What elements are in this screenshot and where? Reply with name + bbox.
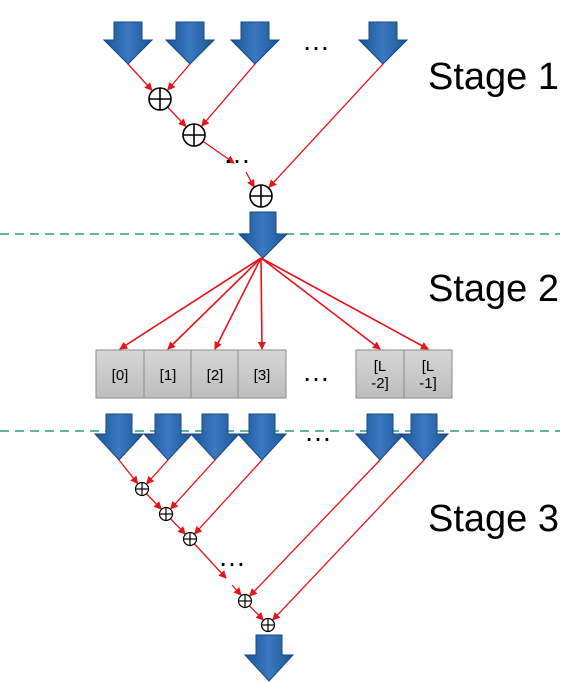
stage3-adder-1-icon [134, 481, 150, 497]
buffer-cell-3: [2] [190, 349, 240, 399]
connector-edge [170, 459, 216, 510]
stage3-input-ellipsis: … [304, 416, 332, 447]
stage-1-label: Stage 1 [428, 56, 559, 98]
buffer-cell-2: [1] [143, 349, 193, 399]
buffer-cell-label: [L-2] [371, 358, 389, 392]
connector-edge [167, 63, 191, 91]
connector-edge [118, 459, 139, 485]
buffer-cell-6: [L-1] [403, 349, 453, 399]
stage3-adder-3-icon [182, 531, 198, 547]
final-output-arrow-icon [243, 634, 295, 682]
fanout-edge-2 [167, 257, 262, 350]
buffer-cell-label: [0] [112, 367, 129, 384]
buffer-cell-label: [2] [207, 367, 224, 384]
input-arrow-4-icon [357, 21, 409, 65]
stage3-input-arrow-1-icon [93, 413, 145, 461]
connector-edge [127, 63, 153, 91]
buffer-cell-label: [1] [160, 367, 177, 384]
fanout-edge-4 [257, 257, 266, 350]
input-arrow-1-icon [102, 21, 154, 65]
adder-3-icon [249, 184, 273, 208]
connector-edge [194, 459, 263, 535]
stage3-input-arrow-5-icon [354, 413, 406, 461]
buffer-cell-label: [3] [254, 367, 271, 384]
stage1-output-arrow-icon [237, 211, 289, 259]
stage3-input-arrow-4-icon [236, 413, 288, 461]
stage1-input-ellipsis: … [302, 25, 330, 56]
adder-1-icon [148, 87, 172, 111]
stage3-adder-5-icon [260, 617, 276, 633]
stage1-adder-ellipsis: … [223, 138, 251, 169]
buffer-cell-label: [L-1] [419, 358, 437, 392]
input-arrow-3-icon [229, 21, 281, 65]
stage3-adder-ellipsis: … [218, 541, 246, 572]
stage3-input-arrow-2-icon [142, 413, 194, 461]
buffer-cell-1: [0] [95, 349, 145, 399]
connector-edge [268, 63, 384, 188]
buffer-cell-4: [3] [237, 349, 287, 399]
stage3-adder-2-icon [158, 506, 174, 522]
buffer-cell-5: [L-2] [355, 349, 405, 399]
connector-edge [146, 459, 169, 485]
connector-edge [245, 171, 255, 188]
stage3-input-arrow-6-icon [398, 413, 450, 461]
adder-2-icon [182, 123, 206, 147]
stage-3-label: Stage 3 [428, 498, 559, 540]
stage-2-label: Stage 2 [428, 268, 559, 310]
fanout-edge-6 [260, 257, 429, 350]
stage2-cell-ellipsis: … [302, 356, 330, 387]
connector-edge [231, 584, 242, 596]
input-arrow-2-icon [164, 21, 216, 65]
connector-edge [272, 459, 425, 621]
connector-edge [189, 538, 227, 579]
fanout-edge-5 [260, 257, 381, 350]
stage3-input-arrow-3-icon [189, 413, 241, 461]
fanout-edge-3 [214, 257, 262, 350]
fanout-edge-1 [119, 257, 262, 350]
connector-edge [249, 459, 381, 597]
stage3-adder-4-icon [237, 593, 253, 609]
connector-edge [201, 63, 256, 127]
